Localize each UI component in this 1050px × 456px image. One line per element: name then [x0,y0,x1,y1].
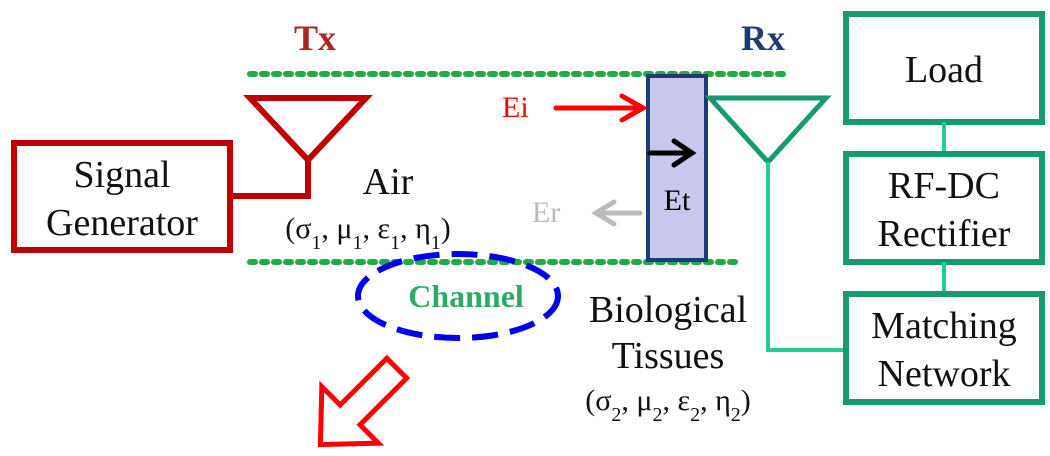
air-parameters: (σ1, μ1, ε1, η1) [285,212,451,254]
transmitted-wave-arrow-icon [647,138,697,168]
rf-dc-rectifier-line1: RF-DC [888,165,1000,207]
matching-network-box [843,291,1045,405]
rx-antenna-icon [704,95,832,166]
biological-tissue-slab [646,74,708,262]
rx-feed-line [766,162,846,352]
signal-generator-line1: Signal [73,154,170,196]
matching-network-line1: Matching [871,305,1017,347]
incident-wave-label: Ei [502,91,529,124]
tx-antenna-icon [230,95,373,199]
transmitted-wave-label: Et [664,184,691,217]
signal-generator-box [11,140,233,253]
rx-label: Rx [741,18,785,58]
tx-label: Tx [294,18,336,58]
channel-label: Channel [408,278,524,314]
reflected-wave-arrow-icon [591,199,643,227]
rf-dc-rectifier-line2: Rectifier [878,213,1011,255]
air-label: Air [363,161,414,203]
tissue-parameters: (σ2, μ2, ε2, η2) [585,384,751,426]
incident-wave-arrow-icon [553,93,649,123]
reflected-wave-label: Er [532,196,560,229]
matching-network-line2: Network [878,353,1011,395]
down-left-arrow-icon [317,354,411,448]
signal-generator-line2: Generator [46,202,198,244]
biological-tissues-line1: Biological [589,289,747,331]
channel-ellipse [355,251,561,341]
rx-chain: Load RF-DC Rectifier Matching Network [843,11,1045,405]
biological-tissues-line2: Tissues [612,335,725,377]
load-label: Load [905,49,983,91]
rf-dc-rectifier-box [843,151,1045,265]
